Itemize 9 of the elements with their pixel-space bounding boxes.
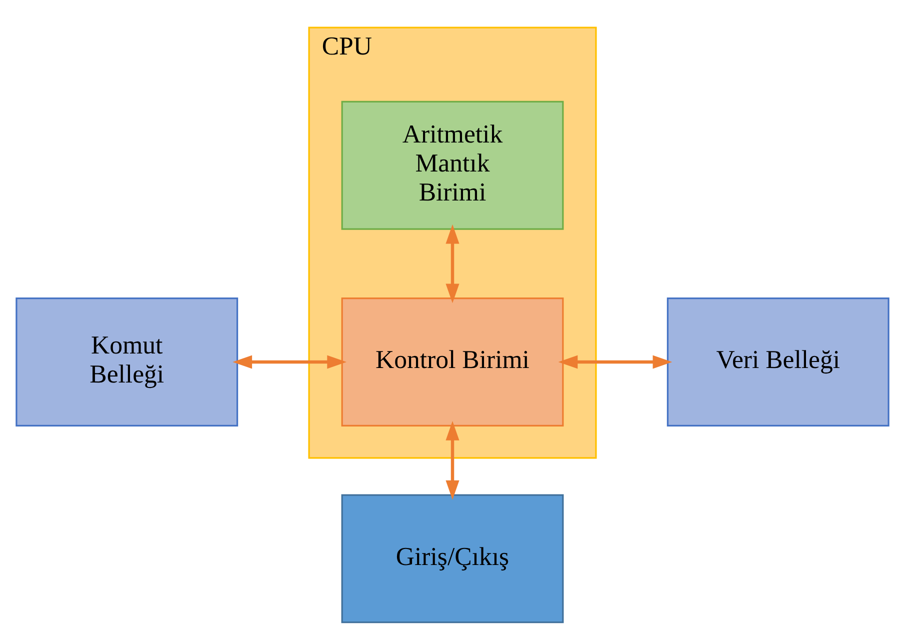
node-box: Kontrol Birimi [341,298,564,426]
arrow [558,355,672,369]
arrow [232,355,347,369]
arrow [446,224,460,304]
arrow [446,421,460,500]
node-box: Komut Belleği [16,298,238,426]
node-box: Giriş/Çıkış [341,494,564,624]
node-box: Veri Belleği [666,298,890,426]
node-box: Aritmetik Mantık Birimi [341,100,564,230]
